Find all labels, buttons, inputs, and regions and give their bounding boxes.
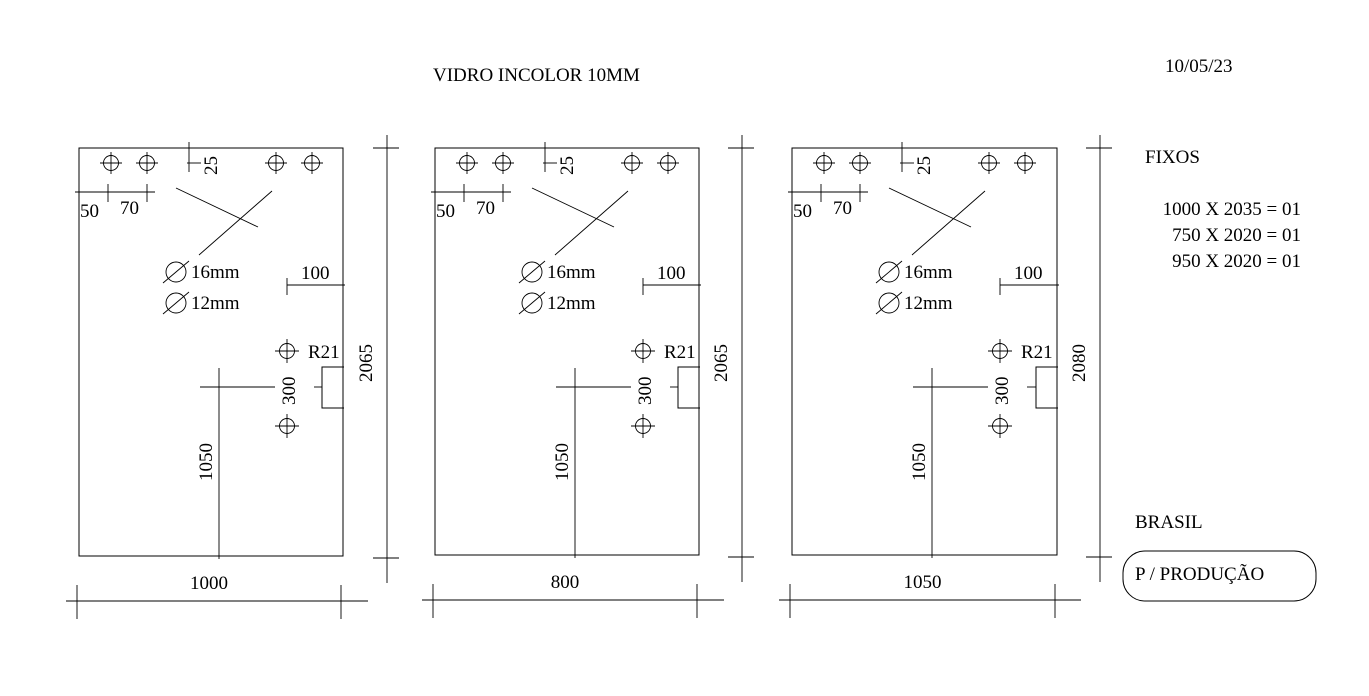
- top-offset-label: 25: [557, 156, 578, 175]
- glass-outline: [434, 147, 700, 556]
- top-offset-label: 25: [201, 156, 222, 175]
- side-cutout: [1035, 366, 1058, 409]
- drawing-date: 10/05/23: [1165, 56, 1233, 77]
- panel-width-label: 1050: [904, 572, 942, 593]
- panel-height-label: 2080: [1069, 344, 1090, 382]
- diameter-slash: [875, 291, 903, 315]
- drill-hole-icon: [275, 339, 299, 363]
- hole-spacing-label: 300: [279, 377, 300, 406]
- diameter-slash: [518, 260, 546, 284]
- diameter-circle: [165, 292, 187, 314]
- diameter-16-label: 16mm: [904, 262, 953, 283]
- drill-hole-icon: [657, 152, 679, 174]
- diameter-slash: [518, 291, 546, 315]
- cutout-radius-label: R21: [1021, 342, 1053, 363]
- diameter-circle: [521, 261, 543, 283]
- panel-height-label: 2065: [356, 344, 377, 382]
- drill-hole-icon: [100, 152, 122, 174]
- panel-width-label: 800: [551, 572, 580, 593]
- production-stamp-border: [1122, 550, 1317, 602]
- diameter-icon: [518, 291, 546, 315]
- drill-hole-icon: [849, 152, 871, 174]
- cutout-radius-label: R21: [664, 342, 696, 363]
- leader-line: [175, 187, 259, 228]
- diameter-12-label: 12mm: [191, 293, 240, 314]
- leader-line: [531, 187, 615, 228]
- hole-offset-50-label: 50: [436, 201, 455, 222]
- glass-outline: [791, 147, 1058, 556]
- top-offset-label: 25: [914, 156, 935, 175]
- diameter-circle: [878, 292, 900, 314]
- edge-offset-label: 100: [301, 263, 330, 284]
- cutout-radius-label: R21: [308, 342, 340, 363]
- diameter-circle: [878, 261, 900, 283]
- drill-hole-icon: [988, 339, 1012, 363]
- diameter-icon: [518, 260, 546, 284]
- diameter-12-label: 12mm: [904, 293, 953, 314]
- notes-heading: FIXOS: [1145, 147, 1200, 168]
- leader-line: [554, 190, 629, 256]
- drawing-title: VIDRO INCOLOR 10MM: [433, 65, 640, 86]
- side-cutout: [677, 366, 700, 409]
- notes-line-2: 750 X 2020 = 01: [1172, 225, 1301, 246]
- hole-offset-70-label: 70: [833, 198, 852, 219]
- cutout-height-label: 1050: [909, 443, 930, 481]
- drill-hole-icon: [631, 339, 655, 363]
- drill-hole-icon: [988, 414, 1012, 438]
- hole-spacing-label: 300: [635, 377, 656, 406]
- diameter-circle: [521, 292, 543, 314]
- drill-hole-icon: [456, 152, 478, 174]
- panel-height-label: 2065: [711, 344, 732, 382]
- diameter-slash: [162, 260, 190, 284]
- cutout-height-label: 1050: [196, 443, 217, 481]
- diameter-icon: [162, 260, 190, 284]
- hole-offset-70-label: 70: [120, 198, 139, 219]
- drill-hole-icon: [136, 152, 158, 174]
- origin-label: BRASIL: [1135, 512, 1203, 533]
- drill-hole-icon: [275, 414, 299, 438]
- drill-hole-icon: [492, 152, 514, 174]
- diameter-icon: [875, 291, 903, 315]
- drill-hole-icon: [813, 152, 835, 174]
- notes-line-3: 950 X 2020 = 01: [1172, 251, 1301, 272]
- drill-hole-icon: [1014, 152, 1036, 174]
- hole-offset-70-label: 70: [476, 198, 495, 219]
- side-cutout: [321, 366, 344, 409]
- drill-hole-icon: [631, 414, 655, 438]
- diameter-16-label: 16mm: [547, 262, 596, 283]
- edge-offset-label: 100: [1014, 263, 1043, 284]
- drill-hole-icon: [621, 152, 643, 174]
- diameter-slash: [875, 260, 903, 284]
- drill-hole-icon: [978, 152, 1000, 174]
- leader-line: [888, 187, 972, 228]
- leader-line: [198, 190, 273, 256]
- diameter-icon: [162, 291, 190, 315]
- cutout-height-label: 1050: [552, 443, 573, 481]
- edge-offset-label: 100: [657, 263, 686, 284]
- production-stamp: P / PRODUÇÃO: [1135, 563, 1264, 585]
- diameter-icon: [875, 260, 903, 284]
- diameter-slash: [162, 291, 190, 315]
- panel-width-label: 1000: [190, 573, 228, 594]
- diameter-12-label: 12mm: [547, 293, 596, 314]
- drill-hole-icon: [301, 152, 323, 174]
- hole-offset-50-label: 50: [80, 201, 99, 222]
- drill-hole-icon: [265, 152, 287, 174]
- hole-spacing-label: 300: [992, 377, 1013, 406]
- leader-line: [911, 190, 986, 256]
- hole-offset-50-label: 50: [793, 201, 812, 222]
- glass-outline: [78, 147, 344, 557]
- diameter-16-label: 16mm: [191, 262, 240, 283]
- diameter-circle: [165, 261, 187, 283]
- notes-line-1: 1000 X 2035 = 01: [1163, 199, 1301, 220]
